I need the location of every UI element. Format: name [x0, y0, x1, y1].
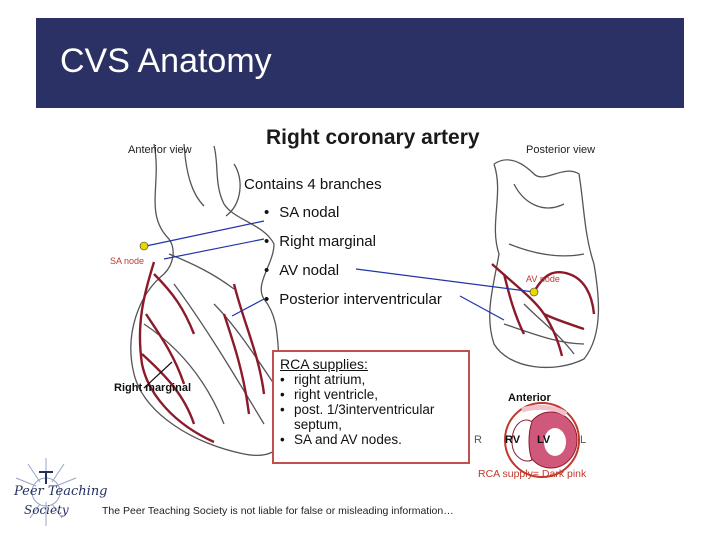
supply-item: post. 1/3interventricular septum,: [280, 402, 462, 432]
peer-teaching-society-logo: [15, 458, 77, 526]
rca-diagram: Right coronary artery Anterior view Post…: [110, 124, 606, 488]
rca-supply-caption: RCA supply= Dark pink: [478, 468, 587, 480]
supply-item: SA and AV nodes.: [280, 432, 462, 447]
av-node-marker: [529, 287, 539, 297]
title-bar: CVS Anatomy: [36, 18, 684, 108]
supply-item: right atrium,: [280, 372, 462, 387]
cross-section-anterior-label: Anterior: [508, 392, 551, 404]
anterior-arteries: [138, 261, 266, 444]
branch-item: AV nodal: [264, 256, 442, 285]
posterior-heart: [489, 159, 600, 369]
logo-text-line2: Society: [24, 503, 69, 517]
cross-section-l-label: L: [580, 434, 587, 446]
branch-item: Right marginal: [264, 227, 442, 256]
heart-illustration: [130, 143, 600, 478]
av-node-label: AV node: [526, 274, 560, 284]
cross-section-rv-label: RV: [505, 434, 521, 446]
sa-node-label: SA node: [110, 256, 145, 266]
supplies-heading: RCA supplies:: [280, 356, 368, 372]
figure-title: Right coronary artery: [266, 126, 480, 149]
branches-list: SA nodal Right marginal AV nodal Posteri…: [264, 198, 442, 314]
supplies-list: right atrium, right ventricle, post. 1/3…: [280, 372, 462, 447]
logo-text-line1: Peer Teaching: [14, 484, 108, 499]
branch-item: Posterior interventricular: [264, 285, 442, 314]
supply-item: right ventricle,: [280, 387, 462, 402]
branches-heading: Contains 4 branches: [244, 176, 382, 193]
right-marginal-pointer: [143, 361, 173, 389]
rca-supplies-box: RCA supplies: right atrium, right ventri…: [272, 350, 470, 464]
right-marginal-label: Right marginal: [114, 382, 192, 394]
cross-section-lv-label: LV: [537, 434, 551, 446]
anterior-view-label: Anterior view: [128, 144, 192, 156]
heart-cross-section: [504, 402, 580, 478]
slide-title: CVS Anatomy: [60, 42, 272, 80]
posterior-arteries: [491, 263, 596, 357]
sa-node-marker: [139, 241, 149, 251]
disclaimer-text: The Peer Teaching Society is not liable …: [102, 505, 454, 517]
posterior-view-label: Posterior view: [526, 144, 596, 156]
branch-item: SA nodal: [264, 198, 442, 227]
cross-section-r-label: R: [474, 434, 482, 446]
